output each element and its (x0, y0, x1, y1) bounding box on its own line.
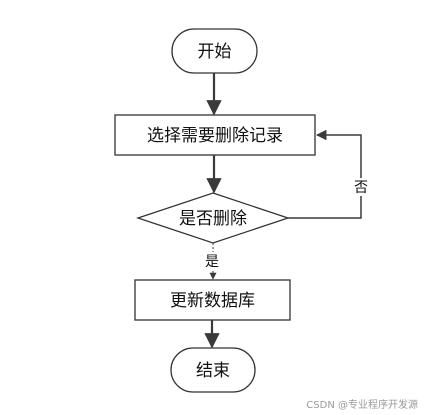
select-records-label: 选择需要删除记录 (147, 126, 283, 146)
decision-label: 是否删除 (179, 209, 247, 229)
end-node: 结束 (170, 347, 256, 393)
yes-label-background (203, 252, 221, 269)
edge-no-label: 否 (354, 180, 368, 196)
update-database-label: 更新数据库 (170, 291, 255, 311)
edge-decision-no-loop (288, 129, 362, 219)
end-node-label: 结束 (196, 361, 230, 381)
decision-node: 是否删除 (135, 192, 291, 244)
edge-yes-label: 是 (205, 254, 219, 270)
start-node-label: 开始 (198, 42, 232, 62)
no-label-background (353, 178, 369, 196)
update-database-node: 更新数据库 (134, 279, 291, 321)
start-node: 开始 (171, 28, 258, 74)
select-records-node: 选择需要删除记录 (114, 114, 316, 156)
watermark: CSDN @专业程序开发源 (306, 400, 418, 411)
